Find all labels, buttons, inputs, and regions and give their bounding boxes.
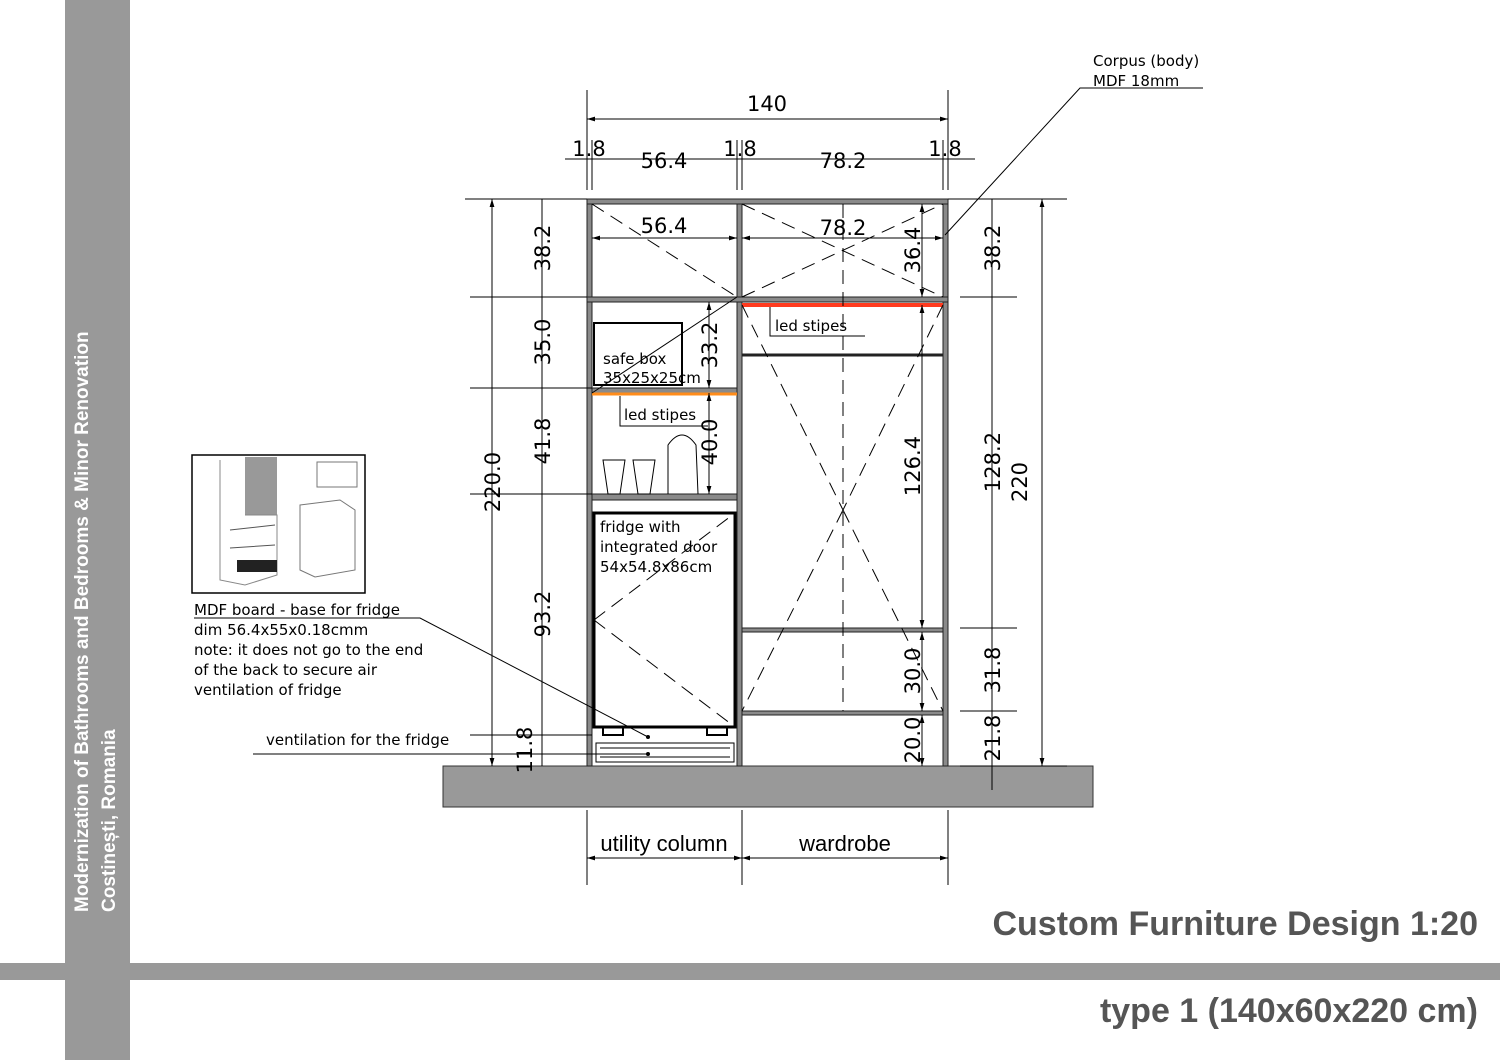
dimension-label: ventilation of fridge bbox=[194, 681, 342, 699]
dimension-label: 1.8 bbox=[928, 137, 961, 161]
dimension-label: 54x54.8x86cm bbox=[600, 558, 712, 576]
dimension-label: 35x25x25cm bbox=[603, 369, 701, 387]
bottom-band bbox=[0, 963, 1500, 980]
dimension-label: 35.0 bbox=[531, 319, 555, 366]
dimension-label: 41.8 bbox=[531, 418, 555, 465]
dimension-label: 31.8 bbox=[981, 647, 1005, 694]
dimension-label: 56.4 bbox=[641, 149, 688, 173]
mdf-note-line: MDF board - base for fridge bbox=[194, 601, 400, 619]
sidebar-band bbox=[65, 0, 130, 1060]
dimension-label: 11.8 bbox=[513, 727, 537, 774]
dimension-label: integrated door bbox=[600, 538, 718, 556]
project-title: Modernization of Bathrooms and Bedrooms … bbox=[72, 331, 93, 912]
dimension-label: 30.0 bbox=[901, 648, 925, 695]
dimension-label: 128.2 bbox=[981, 432, 1005, 492]
dimension-label: 38.2 bbox=[531, 225, 555, 272]
fridge-label: fridge with bbox=[600, 518, 680, 536]
cabinet-body bbox=[586, 198, 949, 767]
dimension-label: 78.2 bbox=[820, 216, 867, 240]
dimension-label: 220 bbox=[1008, 462, 1032, 502]
sheet-title: Custom Furniture Design 1:20 bbox=[992, 905, 1478, 943]
annotations: Corpus (body) MDF 18mm led stipes led st… bbox=[191, 52, 1203, 756]
dimension-label: 38.2 bbox=[981, 225, 1005, 272]
corpus-label: Corpus (body) bbox=[1093, 52, 1199, 70]
wardrobe-label: wardrobe bbox=[798, 831, 891, 856]
sheet-subtitle: type 1 (140x60x220 cm) bbox=[1100, 992, 1478, 1030]
dimension-label: 78.2 bbox=[820, 149, 867, 173]
utility-column-label: utility column bbox=[600, 831, 727, 856]
ventilation-label: ventilation for the fridge bbox=[266, 731, 449, 749]
horizontal-dimensions: 140 1.8 1.8 1.8 56.4 78.2 56.4 78.2 util… bbox=[565, 90, 975, 885]
fridge bbox=[592, 511, 737, 729]
dimension-label: note: it does not go to the end bbox=[194, 641, 423, 659]
dimension-label: 56.4 bbox=[641, 214, 688, 238]
dimension-label: 140 bbox=[747, 92, 787, 116]
led-label-left: led stipes bbox=[624, 406, 696, 424]
right-inner-dimensions: 36.4 126.4 30.0 20.0 bbox=[901, 204, 925, 766]
dimension-label: 220.0 bbox=[481, 452, 505, 512]
left-vertical-dimensions: 220.0 38.2 35.0 41.8 93.2 11.8 33.2 40.0 bbox=[465, 198, 722, 774]
dimension-label: dim 56.4x55x0.18cmm bbox=[194, 621, 368, 639]
led-label-right: led stipes bbox=[775, 317, 847, 335]
dimension-label: 93.2 bbox=[531, 591, 555, 638]
dimension-label: 20.0 bbox=[901, 717, 925, 764]
dimension-label: 36.4 bbox=[901, 227, 925, 274]
dimension-label: 126.4 bbox=[901, 436, 925, 496]
dimension-label: 1.8 bbox=[723, 137, 756, 161]
dimension-label: 1.8 bbox=[572, 137, 605, 161]
floor-slab bbox=[442, 765, 1094, 808]
dimension-label: 33.2 bbox=[698, 322, 722, 369]
dimension-label: of the back to secure air bbox=[194, 661, 378, 679]
ventilation-grille bbox=[595, 742, 735, 763]
safe-box-label: safe box bbox=[603, 350, 667, 368]
safe-box bbox=[593, 322, 683, 386]
right-vertical-dimensions: 38.2 128.2 31.8 21.8 220 bbox=[948, 198, 1067, 790]
project-location: Costinești, Romania bbox=[99, 729, 120, 912]
dimension-label: MDF 18mm bbox=[1093, 72, 1179, 90]
dimension-label: 21.8 bbox=[981, 715, 1005, 762]
fridge-installation-reference-image bbox=[191, 454, 366, 594]
